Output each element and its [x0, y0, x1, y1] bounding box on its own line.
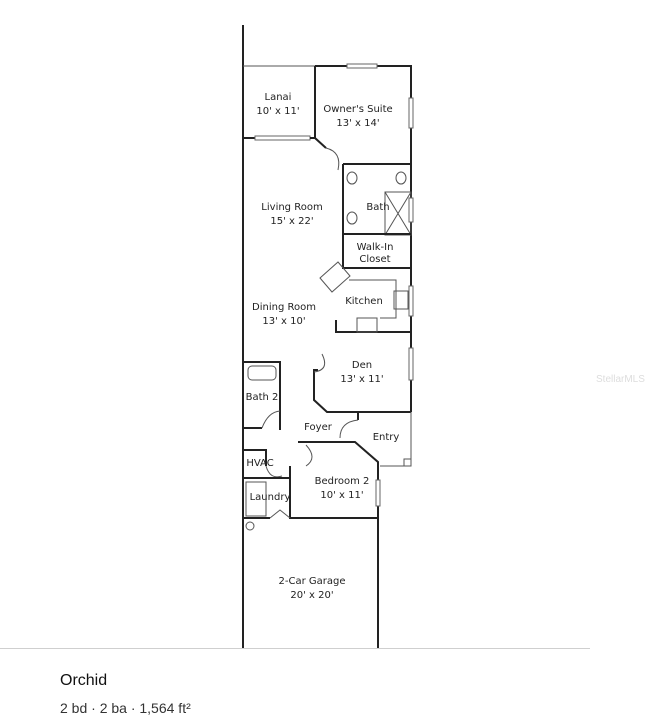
window — [408, 347, 414, 381]
bath2-walls — [243, 361, 281, 430]
room-label: Entry — [373, 432, 400, 443]
door-swing — [313, 353, 326, 373]
watermark: StellarMLS — [596, 374, 645, 385]
stove — [393, 290, 409, 310]
door-swing — [261, 410, 281, 429]
water-heater — [245, 521, 255, 531]
plan-meta: 2 bd · 2 ba · 1,564 ft² — [60, 700, 191, 716]
room-label: Owner's Suite — [323, 104, 392, 115]
room-label: Living Room — [261, 202, 322, 213]
door-swing — [339, 419, 359, 439]
room-size: 13' x 10' — [262, 316, 305, 327]
room-label: 2-Car Garage — [279, 576, 346, 587]
room-label: Dining Room — [252, 302, 316, 313]
room-label: Lanai — [265, 92, 292, 103]
kitchen-counter — [349, 279, 397, 319]
room-label: Bath 2 — [246, 392, 279, 403]
room-label: Laundry — [250, 492, 291, 503]
washer-dryer — [245, 481, 267, 517]
room-label: Bedroom 2 — [315, 476, 370, 487]
window — [408, 285, 414, 317]
door-swing — [305, 444, 313, 467]
kitchen-island — [319, 261, 351, 293]
door-swing — [269, 509, 291, 519]
door-swing — [265, 465, 283, 478]
column — [403, 458, 412, 467]
room-size: 15' x 22' — [270, 216, 313, 227]
room-label: Walk-In — [357, 242, 394, 253]
room-size: 10' x 11' — [256, 106, 299, 117]
room-label: Closet — [359, 254, 390, 265]
plan-title: Orchid — [60, 672, 108, 689]
room-label: Foyer — [304, 422, 333, 433]
fridge — [356, 317, 378, 333]
room-size: 20' x 20' — [290, 590, 333, 601]
floorplan-diagram: Lanai 10' x 11' Owner's Suite 13' x 14' … — [242, 25, 414, 648]
room-label: Kitchen — [345, 296, 383, 307]
sink — [395, 171, 407, 185]
toilet — [346, 171, 358, 185]
divider — [0, 648, 590, 649]
shower — [384, 191, 412, 236]
room-size: 10' x 11' — [320, 490, 363, 501]
room-label: Den — [352, 360, 372, 371]
slider-door — [254, 135, 311, 141]
sink — [346, 211, 358, 225]
door-swing — [325, 147, 340, 171]
room-label: HVAC — [246, 458, 273, 469]
window — [346, 63, 378, 69]
bathtub — [247, 365, 277, 381]
room-size: 13' x 14' — [336, 118, 379, 129]
window — [408, 97, 414, 129]
window — [375, 479, 381, 507]
window — [408, 197, 414, 223]
room-size: 13' x 11' — [340, 374, 383, 385]
kitchen-bottom-wall — [335, 320, 411, 333]
den-walls — [313, 369, 411, 413]
room-label: Bath — [366, 202, 389, 213]
wall — [243, 449, 267, 466]
